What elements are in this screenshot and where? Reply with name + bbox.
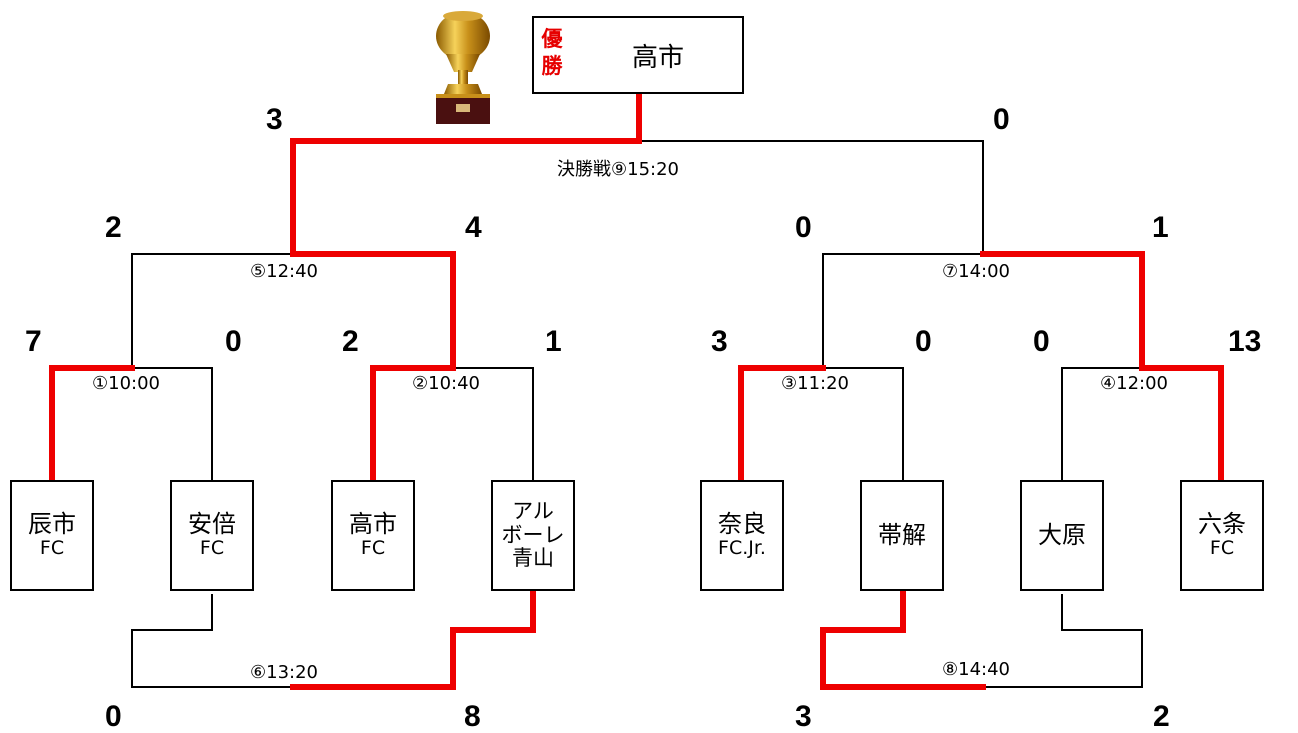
team-name-line: FC [39,537,65,560]
team-box-arbore-aoyama: アル ボーレ 青山 [491,480,575,591]
score-final-right: 0 [993,103,1010,136]
winner-path-m2 [370,365,456,483]
match-label-7: ⑦14:00 [942,261,1011,282]
winner-path-m5 [290,251,456,371]
match-label-1: ①10:00 [92,373,161,394]
team-name-line: 六条 [1198,509,1246,538]
score-m7-left: 0 [795,211,812,244]
bracket-black-lines [51,94,1222,688]
team-box-ohara: 大原 [1020,480,1104,591]
winner-path-m6 [290,591,536,690]
score-final-left: 3 [266,103,283,136]
team-name-line: 奈良 [718,509,766,538]
team-name-line: 辰市 [28,509,76,538]
score-m4-left: 0 [1033,325,1050,358]
team-name-line: 高市 [349,509,397,538]
team-name-line: FC.Jr. [718,537,766,560]
score-m2-right: 1 [545,325,562,358]
score-m1-right: 0 [225,325,242,358]
match-label-8: ⑧14:40 [942,659,1011,680]
trophy-icon [436,11,490,124]
winner-path-m1 [49,365,135,483]
winner-path-final [290,91,642,257]
score-m1-left: 7 [25,325,42,358]
team-name-line: FC [360,537,386,560]
match-label-5: ⑤12:40 [250,261,319,282]
team-name-line: FC [1209,537,1235,560]
score-m8-left: 3 [795,700,812,733]
team-box-rokujo-fc: 六条 FC [1180,480,1264,591]
match-label-3: ③11:20 [781,373,850,394]
match-label-4: ④12:00 [1100,373,1169,394]
team-name-line: 青山 [512,546,554,571]
winner-path-m3 [738,365,826,483]
team-name-line: 帯解 [878,520,926,549]
team-name-line: ボーレ [501,522,565,547]
team-box-obitoke: 帯解 [860,480,944,591]
score-m5-left: 2 [105,211,122,244]
champion-box: 優勝 高市 [532,16,744,94]
winner-path-m4 [1139,365,1224,483]
team-box-abe-fc: 安倍 FC [170,480,254,591]
match-label-6: ⑥13:20 [250,662,319,683]
team-box-tatsuichi-fc: 辰市 FC [10,480,94,591]
team-name-line: FC [199,537,225,560]
winner-path-m7 [980,251,1145,371]
score-m5-right: 4 [465,211,482,244]
team-box-nara-fc-jr: 奈良 FC.Jr. [700,480,784,591]
score-m3-right: 0 [915,325,932,358]
champion-tag: 優勝 [541,27,563,78]
score-m6-left: 0 [105,700,122,733]
score-m2-left: 2 [342,325,359,358]
team-name-line: 安倍 [188,509,236,538]
team-name-line: アル [512,499,554,524]
team-box-takaichi-fc: 高市 FC [331,480,415,591]
match-label-final: 決勝戦⑨15:20 [557,159,680,180]
score-m4-right: 13 [1228,325,1262,358]
match6-bracket [131,594,534,688]
score-m8-right: 2 [1153,700,1170,733]
score-m3-left: 3 [711,325,728,358]
champion-name: 高市 [632,43,685,73]
score-m7-right: 1 [1152,211,1169,244]
bracket-winner-paths [49,91,1224,690]
winner-path-m8 [820,591,986,690]
final-bracket [292,140,984,254]
team-name-line: 大原 [1038,520,1086,549]
score-m6-right: 8 [464,700,481,733]
match-label-2: ②10:40 [412,373,481,394]
